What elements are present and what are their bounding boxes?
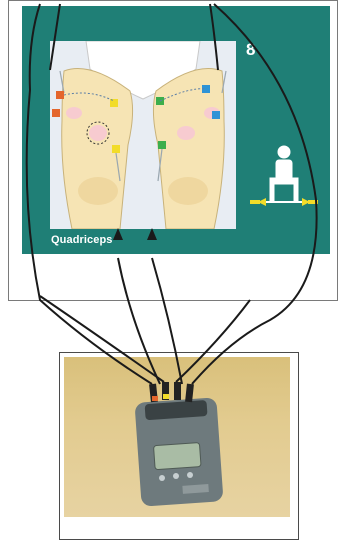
lead-wire-center-right [152,258,182,384]
arrow-icon [147,228,157,240]
arrow-icon [113,228,123,240]
lead-wire-left-pad [50,4,60,70]
lead-wire-left-outer [27,4,152,384]
device-screen [154,443,202,470]
lead-wire-right-pad [210,4,218,70]
lead-wire-right-outer [192,4,317,384]
lead-wires [27,4,317,384]
stimulator-device-icon [134,382,223,507]
